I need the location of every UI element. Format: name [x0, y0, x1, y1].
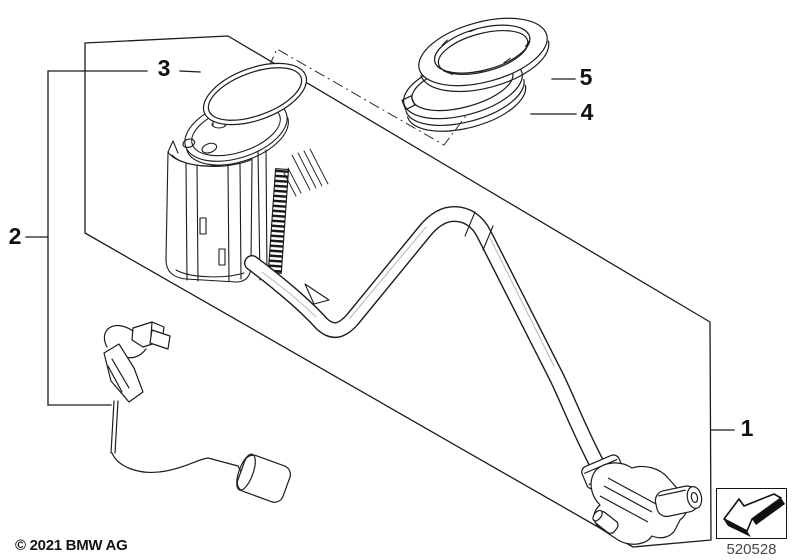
fuel-line-tube [244, 206, 605, 472]
part-number: 520528 [726, 541, 777, 558]
tube-end-fitting [581, 454, 703, 545]
hatch-area [283, 148, 329, 197]
assembly-centerline [242, 48, 485, 146]
tank-outline [84, 35, 712, 548]
o-ring-part3 [202, 62, 308, 126]
callout-4[interactable]: 4 [580, 99, 594, 125]
leader-lines [25, 70, 735, 431]
callout-1[interactable]: 1 [740, 415, 754, 441]
side-nipple [592, 509, 619, 534]
locking-ring-part5 [418, 17, 550, 93]
part-number-box[interactable] [716, 488, 787, 539]
copyright-text: © 2021 BMW AG [15, 537, 128, 554]
float [236, 453, 291, 503]
quick-connector [654, 485, 703, 518]
callout-3[interactable]: 3 [157, 55, 171, 81]
fuel-level-sensor [103, 321, 291, 503]
arrow-3d-left-icon [723, 493, 785, 537]
callout-5[interactable]: 5 [579, 64, 593, 90]
callout-2[interactable]: 2 [8, 223, 22, 249]
